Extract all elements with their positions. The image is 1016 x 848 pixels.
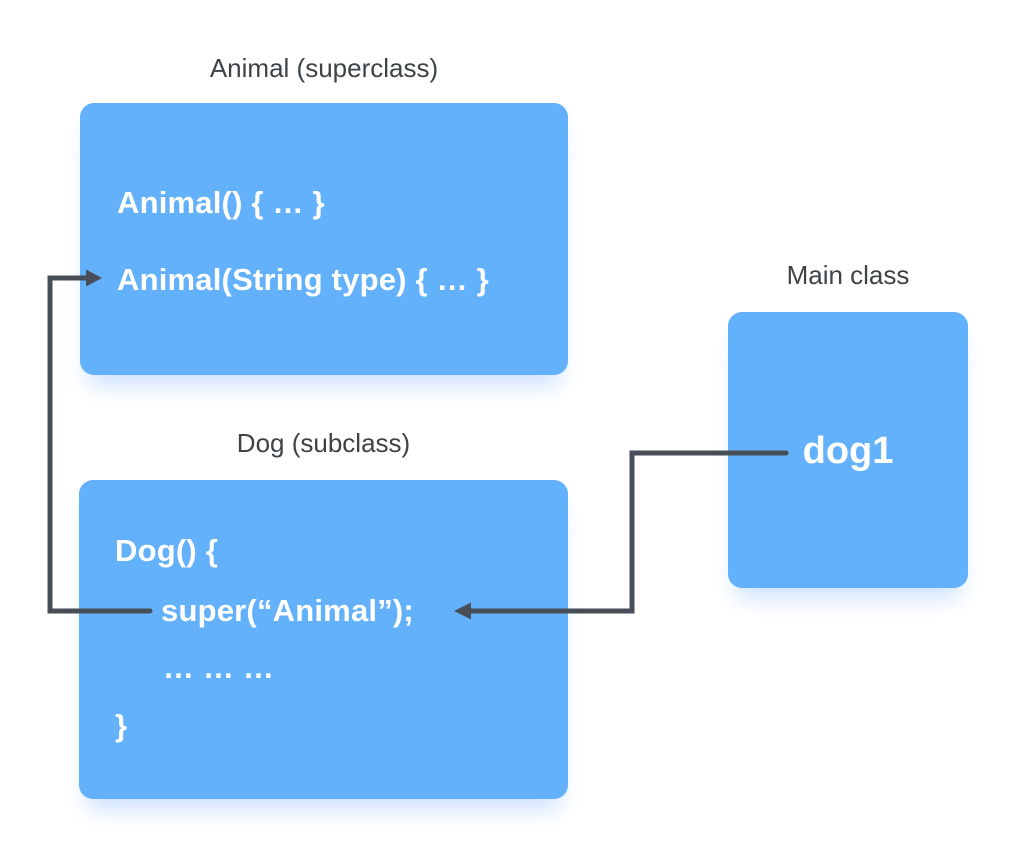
superclass-box: [80, 103, 568, 375]
dog-constructor-close-line: }: [115, 708, 128, 743]
ellipsis-body-line: … … …: [163, 650, 275, 685]
main-class-box-title: Main class: [786, 260, 910, 290]
superclass-box-title: Animal (superclass): [209, 53, 439, 83]
dog1-variable-label: dog1: [802, 430, 894, 472]
dog-constructor-open-line: Dog() {: [115, 533, 218, 568]
subclass-box-title: Dog (subclass): [236, 428, 411, 458]
subclass-box: [79, 480, 568, 799]
super-call-line: super(“Animal”);: [161, 593, 414, 628]
animal-default-constructor-line: Animal() { … }: [117, 185, 325, 220]
animal-string-constructor-line: Animal(String type) { … }: [117, 262, 489, 297]
